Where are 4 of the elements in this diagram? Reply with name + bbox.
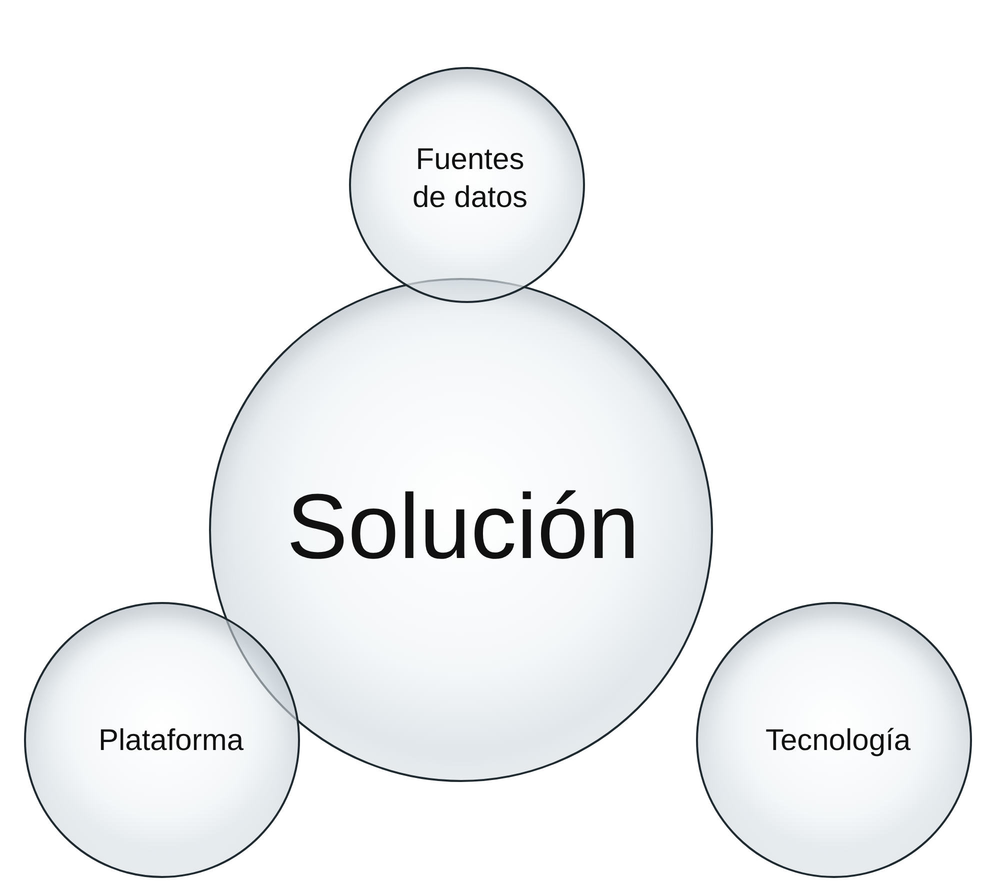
circle-label: Solución	[286, 475, 640, 580]
circle-label: Fuentes de datos	[411, 142, 529, 216]
circle-label: Plataforma	[97, 723, 245, 759]
circle-label: Tecnología	[764, 723, 912, 759]
